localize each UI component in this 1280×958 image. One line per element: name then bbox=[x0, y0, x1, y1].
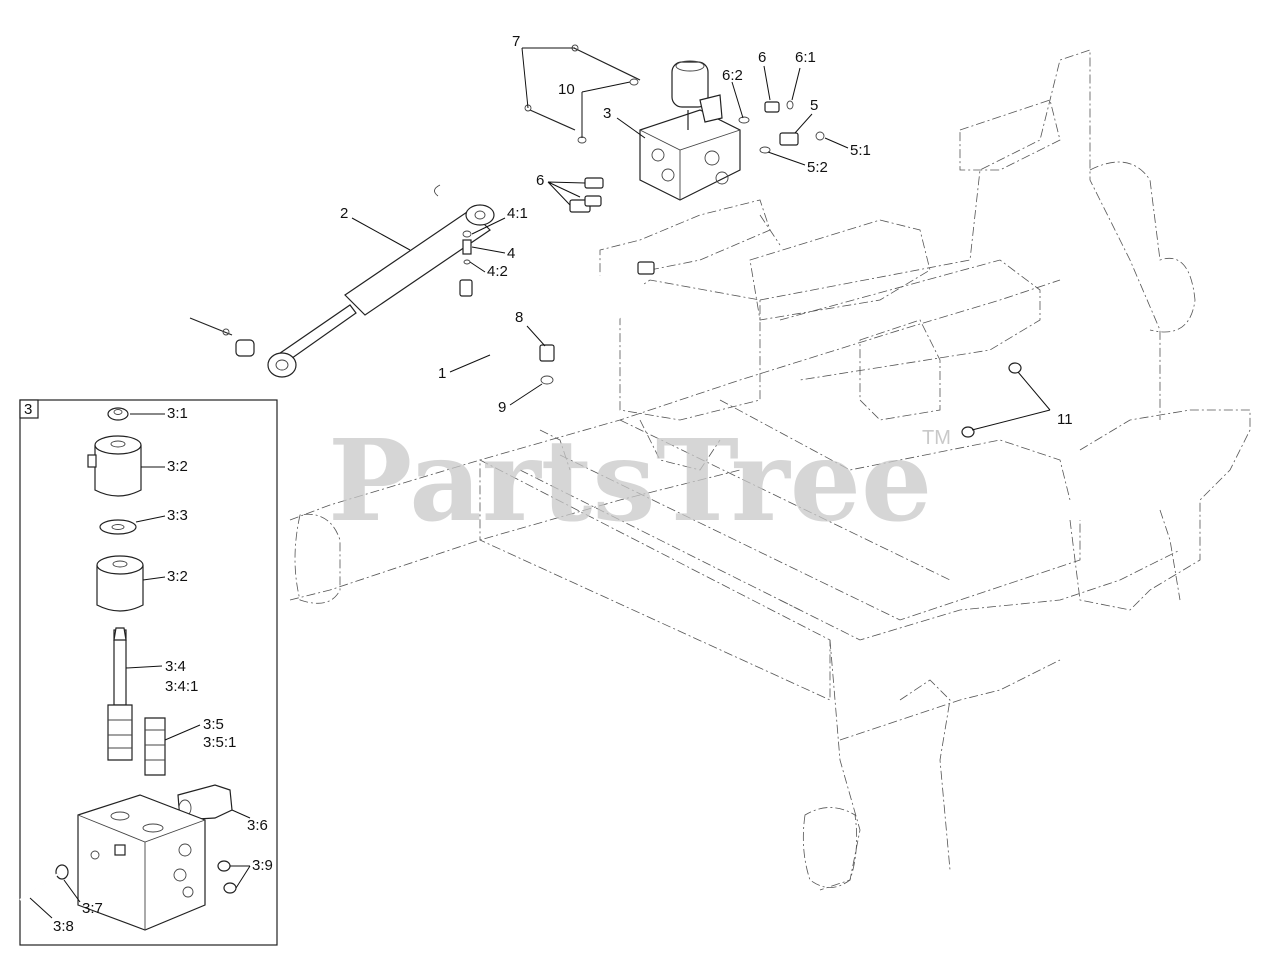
inset-callout-3-7: 3:7 bbox=[82, 900, 103, 917]
valve-fittings bbox=[569, 100, 825, 213]
callout-6-left: 6 bbox=[536, 172, 544, 189]
callout-6-2: 6:2 bbox=[722, 67, 743, 84]
inset-callout-3-6: 3:6 bbox=[247, 817, 268, 834]
callout-3: 3 bbox=[603, 105, 611, 122]
inset-callout-3-8: 3:8 bbox=[53, 918, 74, 935]
mower-frame bbox=[289, 49, 1251, 891]
inset-callout-3-4-1: 3:4:1 bbox=[165, 678, 198, 695]
watermark-brand: PartsTree bbox=[328, 416, 932, 547]
inset-callout-3-1: 3:1 bbox=[167, 405, 188, 422]
inset-callout-3-9: 3:9 bbox=[252, 857, 273, 874]
inset-number: 3 bbox=[24, 401, 32, 418]
hydraulic-hose bbox=[459, 261, 655, 385]
callout-4-1: 4:1 bbox=[507, 205, 528, 222]
callout-5: 5 bbox=[810, 97, 818, 114]
callout-5-2: 5:2 bbox=[807, 159, 828, 176]
lock-nuts bbox=[961, 362, 1022, 438]
callout-2: 2 bbox=[340, 205, 348, 222]
hydraulic-valve-assembly bbox=[639, 60, 741, 201]
inset-callout-3-4: 3:4 bbox=[165, 658, 186, 675]
callout-4-2: 4:2 bbox=[487, 263, 508, 280]
inset-callout-3-5: 3:5 bbox=[203, 716, 224, 733]
bracket-outline bbox=[599, 199, 781, 281]
inset-callout-3-3: 3:3 bbox=[167, 507, 188, 524]
callout-11: 11 bbox=[1057, 411, 1073, 428]
inset-callout-3-2-bottom: 3:2 bbox=[167, 568, 188, 585]
callout-7: 7 bbox=[512, 33, 520, 50]
callout-5-1: 5:1 bbox=[850, 142, 871, 159]
callout-4: 4 bbox=[507, 245, 515, 262]
watermark: PartsTree TM bbox=[328, 416, 951, 547]
inset-callout-3-5-1: 3:5:1 bbox=[203, 734, 236, 751]
inset-panel: 3 bbox=[19, 399, 278, 946]
callout-1: 1 bbox=[438, 365, 446, 382]
hydraulic-cylinder bbox=[189, 184, 495, 378]
main-callouts: 7 10 3 6:2 6 6:1 5 5:1 5:2 6 2 4:1 4 4:2… bbox=[340, 33, 1073, 431]
watermark-trademark: TM bbox=[922, 427, 951, 449]
callout-6-top: 6 bbox=[758, 49, 766, 66]
callout-6-1: 6:1 bbox=[795, 49, 816, 66]
inset-callout-3-2-top: 3:2 bbox=[167, 458, 188, 475]
callout-10: 10 bbox=[558, 81, 575, 98]
callout-8: 8 bbox=[515, 309, 523, 326]
callout-9: 9 bbox=[498, 399, 506, 416]
